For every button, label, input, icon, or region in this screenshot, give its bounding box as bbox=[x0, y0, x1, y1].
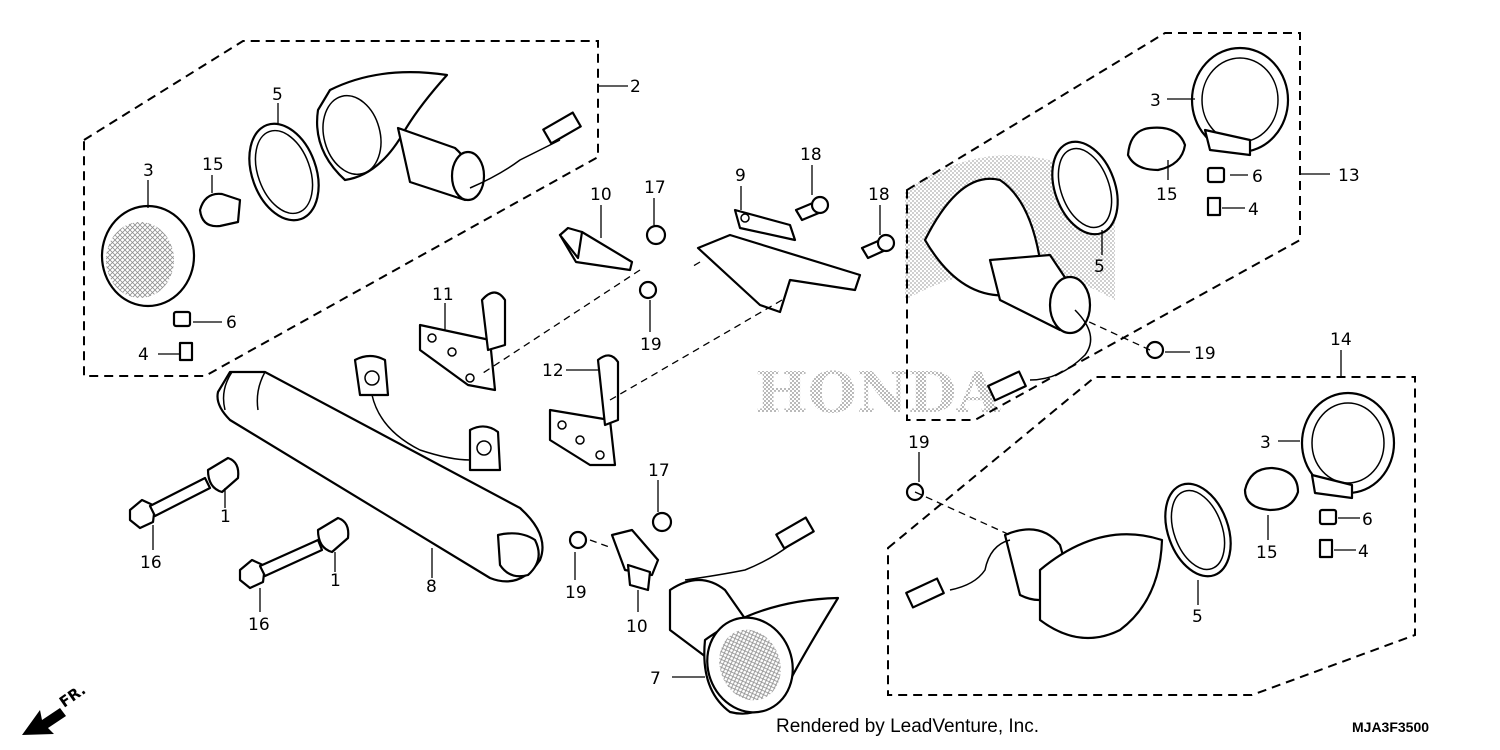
callout-5: 5 bbox=[1192, 607, 1203, 627]
callout-5: 5 bbox=[1094, 257, 1105, 277]
callout-7: 7 bbox=[650, 669, 661, 689]
callout-3: 3 bbox=[143, 161, 154, 181]
callout-4: 4 bbox=[1358, 542, 1369, 562]
callout-19: 19 bbox=[908, 433, 930, 453]
callout-16: 16 bbox=[140, 553, 162, 573]
bolt-16-lower bbox=[238, 538, 324, 590]
callout-11: 11 bbox=[432, 285, 454, 305]
callout-6: 6 bbox=[1362, 510, 1373, 530]
bulb-15-left bbox=[198, 192, 242, 228]
stay-11 bbox=[418, 291, 507, 392]
collar-1-lower bbox=[316, 516, 350, 554]
watermark-text: HONDA bbox=[755, 360, 1001, 426]
group-box-14 bbox=[887, 376, 1416, 696]
bracket-10-upper bbox=[558, 226, 634, 272]
callout-15: 15 bbox=[1256, 543, 1278, 563]
callout-15: 15 bbox=[1156, 185, 1178, 205]
bulb-15-right bbox=[1126, 126, 1187, 172]
bracket-10-lower bbox=[610, 528, 660, 592]
leader-lines bbox=[147, 85, 1360, 678]
nut-6-lower bbox=[1318, 508, 1338, 526]
group-box-2 bbox=[83, 40, 599, 377]
callouts: 2 5 3 15 6 4 10 17 9 18 18 11 19 12 3 13… bbox=[138, 77, 1373, 689]
callout-8: 8 bbox=[426, 577, 437, 597]
callout-18: 18 bbox=[868, 185, 890, 205]
rear-turn-signal-13 bbox=[923, 46, 1290, 402]
stay-9 bbox=[696, 208, 862, 314]
callout-14: 14 bbox=[1330, 330, 1352, 350]
callout-1: 1 bbox=[220, 507, 231, 527]
bulb-15-lower bbox=[1243, 466, 1300, 512]
callout-6: 6 bbox=[1252, 167, 1263, 187]
group-box-13 bbox=[906, 32, 1301, 421]
callout-15: 15 bbox=[202, 155, 224, 175]
callout-18: 18 bbox=[800, 145, 822, 165]
callout-10: 10 bbox=[590, 185, 612, 205]
bolt-18-right bbox=[860, 233, 896, 260]
stay-12 bbox=[548, 354, 620, 467]
arrow-left-down-icon bbox=[22, 708, 66, 735]
bolt-17-lower bbox=[651, 511, 673, 533]
rear-turn-signal-14 bbox=[905, 391, 1396, 640]
nut-6-right bbox=[1206, 166, 1226, 184]
callout-4: 4 bbox=[1248, 200, 1259, 220]
callout-10: 10 bbox=[626, 617, 648, 637]
gasket-5-lower bbox=[1164, 482, 1232, 578]
callout-17: 17 bbox=[648, 461, 670, 481]
collar-1-upper bbox=[206, 456, 240, 494]
callout-13: 13 bbox=[1338, 166, 1360, 186]
direction-label: FR. bbox=[56, 681, 89, 712]
callout-19: 19 bbox=[640, 335, 662, 355]
screw-4-left bbox=[178, 341, 194, 362]
callout-9: 9 bbox=[735, 166, 746, 186]
callout-4: 4 bbox=[138, 345, 149, 365]
footer-credit: Rendered by LeadVenture, Inc. bbox=[776, 716, 1039, 737]
callout-17: 17 bbox=[644, 178, 666, 198]
callout-3: 3 bbox=[1150, 91, 1161, 111]
bolt-17-upper bbox=[645, 224, 667, 246]
callout-19: 19 bbox=[1194, 344, 1216, 364]
turn-signal-7 bbox=[668, 516, 840, 715]
bolt-19-mid bbox=[1145, 340, 1165, 360]
diagram-code: MJA3F3500 bbox=[1352, 719, 1429, 735]
bolt-19-lower-left bbox=[568, 530, 588, 550]
callout-12: 12 bbox=[542, 361, 564, 381]
screw-4-lower bbox=[1318, 538, 1334, 559]
bolt-18-left bbox=[794, 195, 830, 222]
callout-19: 19 bbox=[565, 583, 587, 603]
bolt-16-upper bbox=[128, 476, 212, 530]
callout-6: 6 bbox=[226, 313, 237, 333]
front-direction-indicator: FR. bbox=[22, 681, 89, 735]
front-left-turn-signal bbox=[100, 71, 582, 362]
bracket-8 bbox=[216, 354, 544, 583]
callout-3: 3 bbox=[1260, 433, 1271, 453]
callout-2: 2 bbox=[630, 77, 641, 97]
callout-1: 1 bbox=[330, 571, 341, 591]
callout-5: 5 bbox=[272, 85, 283, 105]
bolt-19-upper bbox=[638, 280, 658, 300]
screw-4-right bbox=[1206, 196, 1222, 217]
callout-16: 16 bbox=[248, 615, 270, 635]
nut-6-left bbox=[172, 310, 192, 328]
